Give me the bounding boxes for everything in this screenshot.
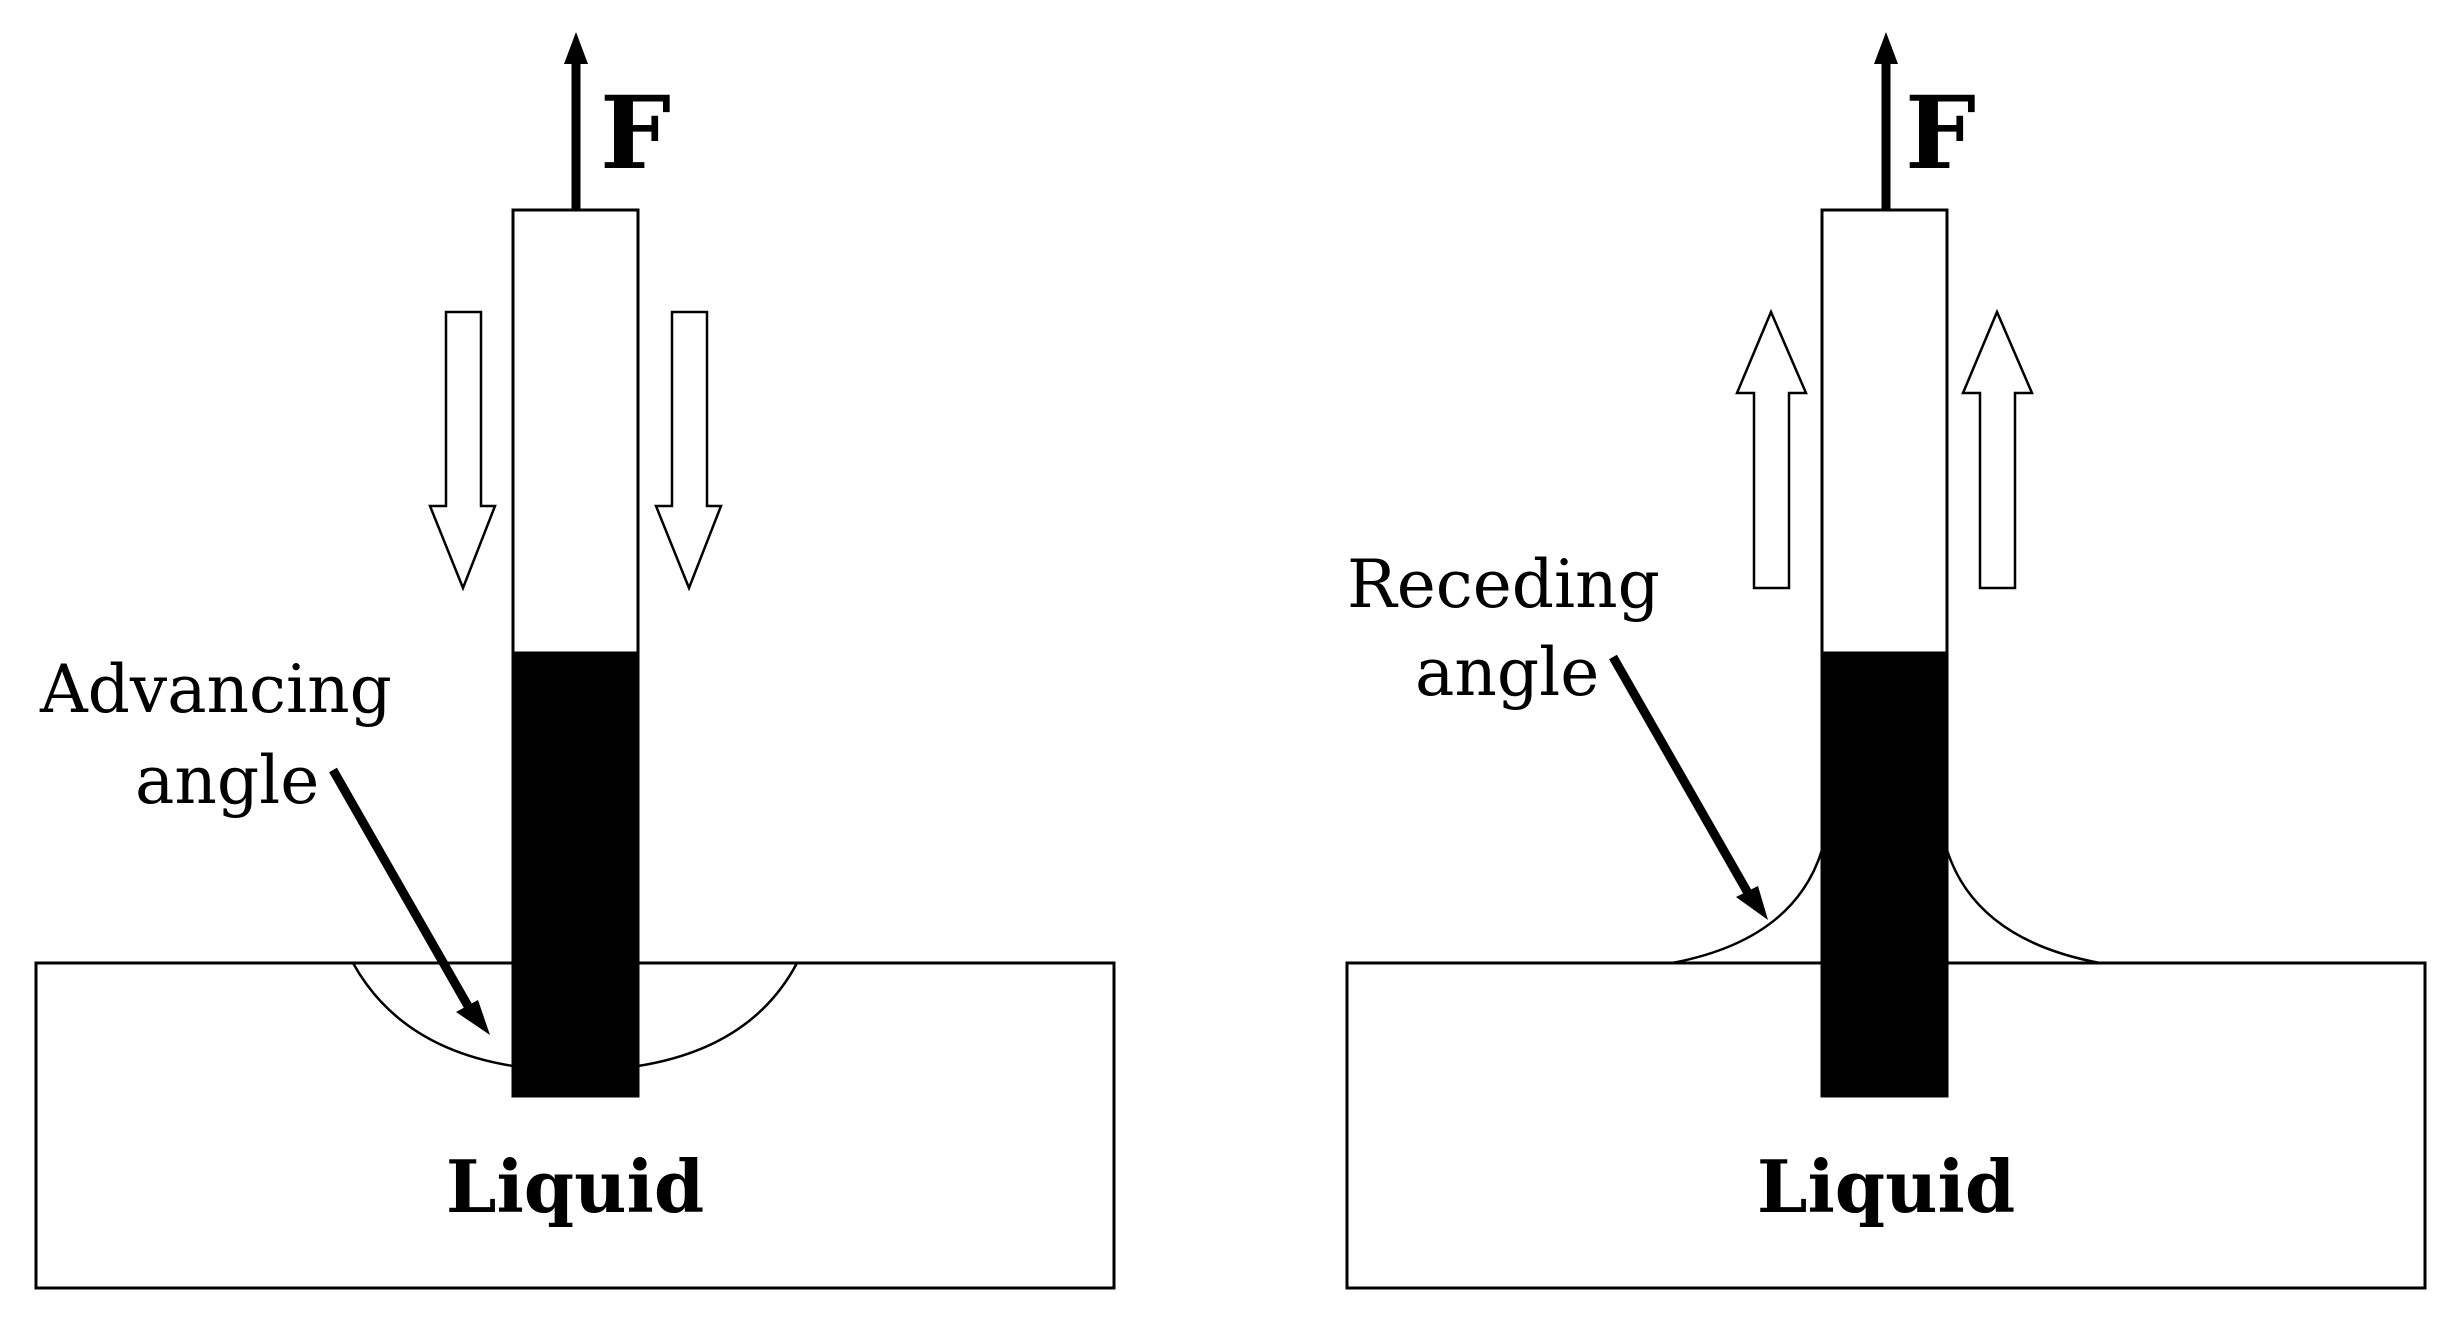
- force-label: F: [600, 74, 671, 192]
- meniscus-left: [351, 962, 514, 1068]
- plate-dry-part: [511, 208, 640, 655]
- panel-advancing: F Advancing angle Liquid: [34, 32, 1116, 1290]
- plate-wetted-part: [511, 651, 640, 1098]
- angle-label-line2: angle: [1415, 634, 1599, 711]
- angle-pointer-shaft: [329, 767, 472, 1009]
- meniscus-right: [1945, 849, 2101, 965]
- angle-pointer-shaft: [1609, 654, 1752, 896]
- panel-receding: F Receding angle Liquid: [1345, 32, 2427, 1290]
- meniscus-right: [637, 962, 799, 1068]
- plate-wetted-part: [1820, 651, 1949, 1098]
- force-arrow-head: [1874, 32, 1898, 64]
- motion-arrow-down-right: [654, 310, 723, 592]
- motion-arrow-down-left: [428, 310, 497, 592]
- angle-label-line2: angle: [135, 742, 319, 819]
- force-label: F: [1905, 74, 1976, 192]
- angle-label-line1: Receding: [1347, 546, 1660, 623]
- angle-label-line1: Advancing: [39, 651, 392, 728]
- angle-pointer-head: [1736, 886, 1768, 920]
- plate-dry-part: [1820, 208, 1949, 655]
- liquid-label: Liquid: [1757, 1144, 2015, 1229]
- angle-pointer-head: [456, 1000, 490, 1035]
- motion-arrow-up-right: [1961, 308, 2034, 590]
- liquid-label: Liquid: [446, 1144, 704, 1229]
- meniscus-left: [1671, 849, 1824, 965]
- motion-arrow-up-left: [1735, 308, 1808, 590]
- force-arrow-head: [564, 32, 588, 64]
